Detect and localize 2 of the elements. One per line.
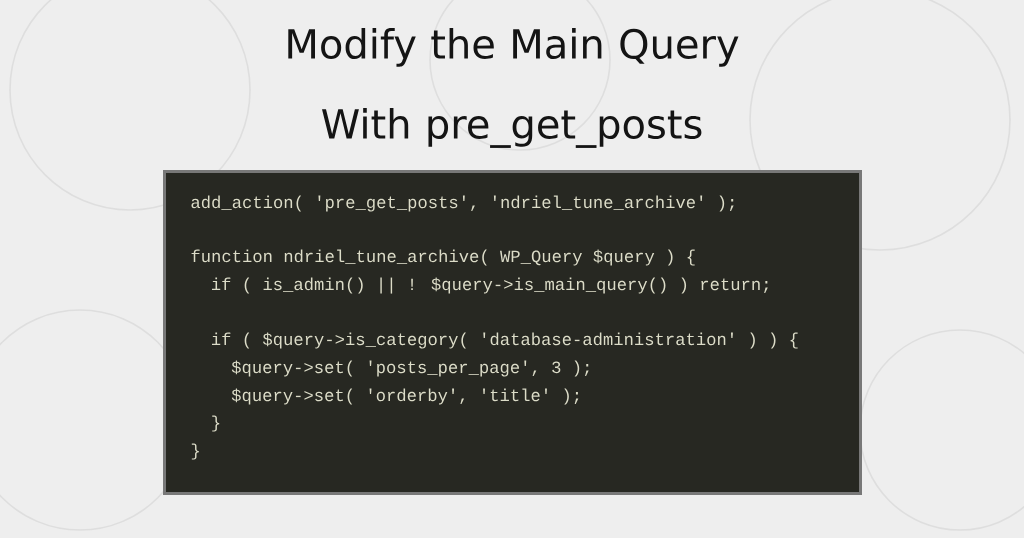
code-panel: add_action( 'pre_get_posts', 'ndriel_tune_archive' ); function ndriel_tune_archive( WP_Query $query ) { if ( is_admin() || ! $query->is_main_query() ) return; if ( $query->is_category( 'database-administration' ) ) { $query->set( 'posts_per_page', 3 ); $query->set( 'orderby', 'title' ); } } xyxy=(163,170,862,495)
title: Modify the Main Query With pre_get_posts xyxy=(288,28,739,148)
